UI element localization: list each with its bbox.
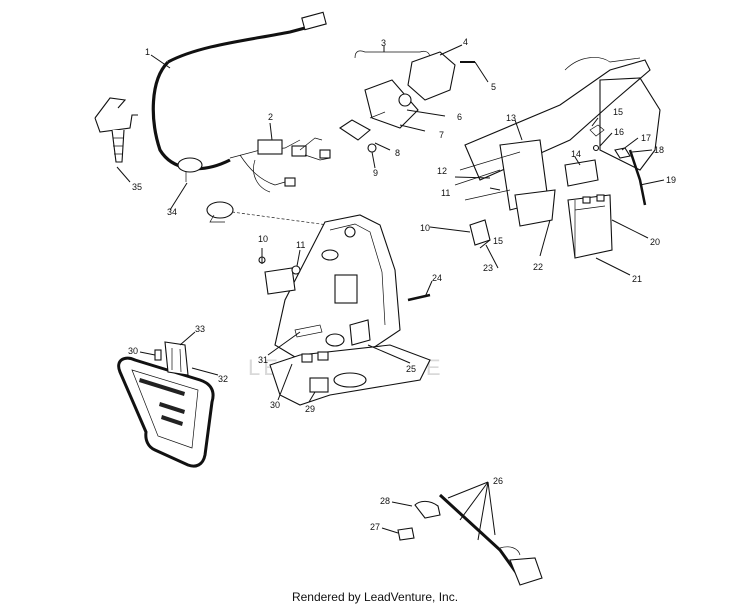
callout-6: 6 xyxy=(457,112,462,122)
callout-33: 33 xyxy=(195,324,205,334)
callout-35: 35 xyxy=(132,182,142,192)
callout-3: 3 xyxy=(381,38,386,48)
cable-clamp xyxy=(177,157,351,229)
footer-credit: Rendered by LeadVenture, Inc. xyxy=(291,590,459,604)
callout-5: 5 xyxy=(491,82,496,92)
callout-10: 10 xyxy=(420,223,430,233)
callout-12: 12 xyxy=(437,166,447,176)
callout-31: 31 xyxy=(258,355,268,365)
callout-21: 21 xyxy=(632,274,642,284)
center-panel xyxy=(269,214,431,406)
leader-lines xyxy=(116,44,665,541)
callout-labels: 1 2 3 4 5 6 7 8 9 10 11 10 11 12 13 14 1… xyxy=(128,37,676,532)
callout-8: 8 xyxy=(395,148,400,158)
callout-26: 26 xyxy=(493,476,503,486)
callout-2: 2 xyxy=(268,112,273,122)
callout-13: 13 xyxy=(506,113,516,123)
callout-30-lower: 30 xyxy=(270,400,280,410)
callout-22: 22 xyxy=(533,262,543,272)
callout-11: 11 xyxy=(441,188,450,198)
callout-19: 19 xyxy=(666,175,676,185)
frame-assembly xyxy=(454,57,661,259)
callout-28: 28 xyxy=(380,496,390,506)
harness-clip xyxy=(94,97,138,163)
headlight-assembly xyxy=(339,50,475,153)
callout-7: 7 xyxy=(439,130,444,140)
tail-light-harness xyxy=(397,493,543,586)
callout-30: 30 xyxy=(128,346,138,356)
voltage-regulator xyxy=(258,256,301,295)
callout-27: 27 xyxy=(370,522,380,532)
callout-20: 20 xyxy=(650,237,660,247)
callout-29: 29 xyxy=(305,404,315,414)
callout-24: 24 xyxy=(432,273,442,283)
callout-4: 4 xyxy=(463,37,468,47)
callout-32: 32 xyxy=(218,374,228,384)
callout-17: 17 xyxy=(641,133,651,143)
callout-15: 15 xyxy=(613,107,623,117)
wiring-harness xyxy=(151,11,331,193)
callout-23: 23 xyxy=(483,263,493,273)
callout-25: 25 xyxy=(406,364,416,374)
callout-15-lower: 15 xyxy=(493,236,503,246)
callout-1: 1 xyxy=(145,47,150,57)
callout-14: 14 xyxy=(571,149,581,159)
callout-16: 16 xyxy=(614,127,624,137)
callout-11-left: 11 xyxy=(296,240,305,250)
callout-10-left: 10 xyxy=(258,234,268,244)
callout-34: 34 xyxy=(167,207,177,217)
callout-9: 9 xyxy=(373,168,378,178)
callout-18: 18 xyxy=(654,145,664,155)
rear-rack xyxy=(117,341,215,468)
